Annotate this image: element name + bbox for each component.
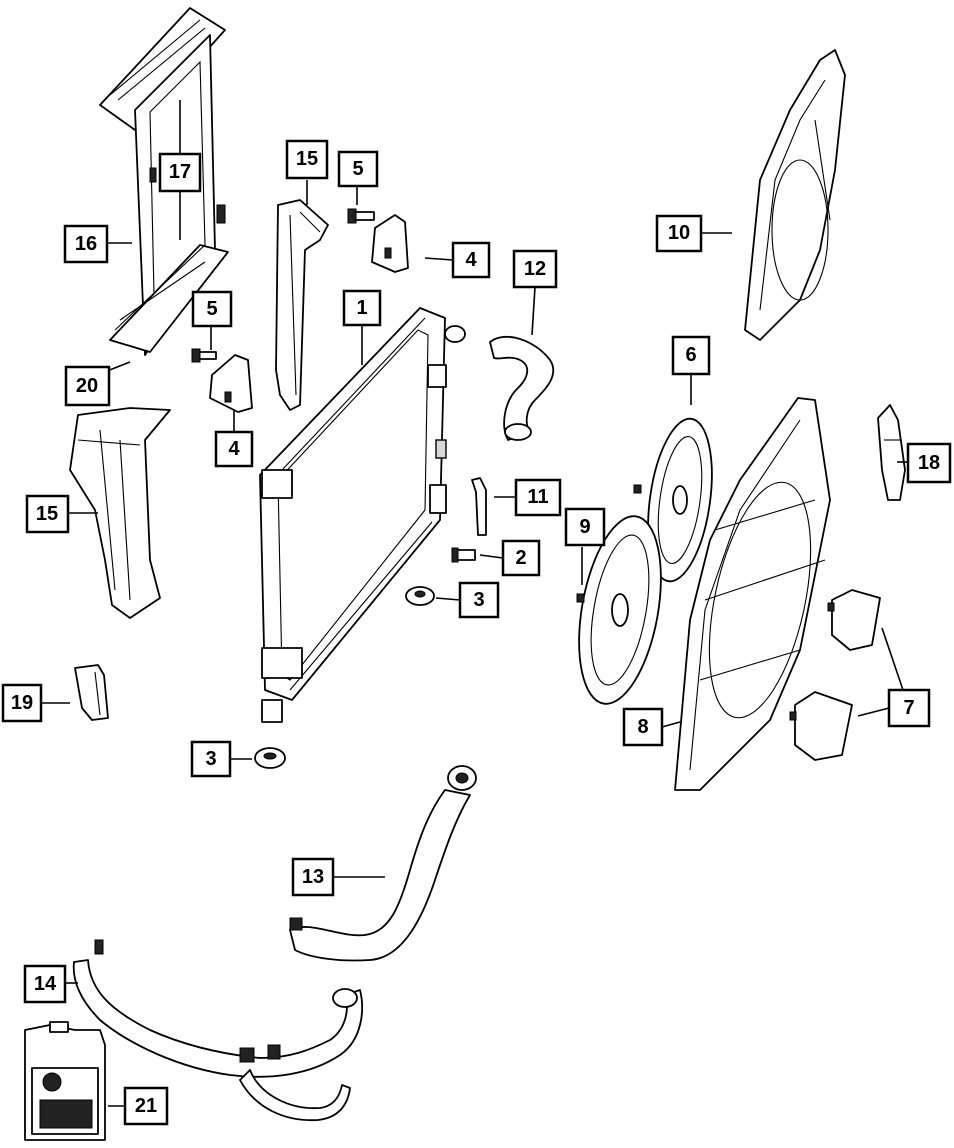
callout-5-lower: 5	[191, 290, 233, 328]
svg-text:15: 15	[296, 148, 318, 170]
drain-plug-part	[451, 547, 476, 563]
callout-12: 12	[512, 249, 558, 289]
fan-control-module-lower-part	[789, 691, 853, 761]
fan-nut-part	[576, 484, 642, 603]
lower-air-deflector-part	[69, 407, 171, 619]
callout-16: 16	[63, 224, 109, 264]
callout-17: 17	[158, 152, 202, 193]
callout-15-upper: 15	[285, 139, 329, 180]
fan-module-part	[674, 397, 831, 791]
lower-isolator-part	[254, 747, 286, 769]
upper-bracket-part	[371, 214, 409, 273]
callout-21: 21	[123, 1086, 169, 1126]
callout-13: 13	[291, 857, 335, 897]
lower-bracket-part	[209, 354, 253, 413]
svg-text:4: 4	[228, 438, 240, 460]
fan-blade-upper-part	[647, 417, 713, 583]
svg-text:4: 4	[465, 249, 477, 271]
svg-text:9: 9	[579, 516, 590, 538]
svg-text:12: 12	[524, 258, 546, 280]
callout-11: 11	[514, 478, 562, 517]
svg-text:20: 20	[76, 375, 98, 397]
svg-text:14: 14	[34, 973, 57, 995]
upper-bolt-part	[347, 208, 375, 224]
small-hose-part	[471, 477, 487, 536]
fan-blade-lower-part	[578, 515, 662, 705]
callout-1: 1	[342, 289, 382, 327]
svg-text:7: 7	[903, 697, 914, 719]
coolant-jug-part	[24, 1021, 106, 1141]
callout-4-lower: 4	[214, 430, 254, 468]
svg-text:6: 6	[685, 344, 696, 366]
svg-text:16: 16	[75, 233, 97, 255]
callout-2: 2	[501, 539, 541, 577]
svg-text:21: 21	[135, 1095, 157, 1117]
fan-shroud-back-part	[744, 49, 846, 341]
wiring-connector-part	[877, 404, 906, 501]
svg-text:5: 5	[352, 158, 363, 180]
callout-15-lower: 15	[25, 494, 70, 534]
svg-text:17: 17	[169, 161, 191, 183]
callout-3-lower: 3	[190, 740, 232, 778]
callout-18: 18	[906, 442, 952, 484]
svg-text:3: 3	[473, 589, 484, 611]
lower-bolt-part	[191, 348, 217, 363]
svg-text:19: 19	[11, 692, 33, 714]
svg-text:18: 18	[918, 452, 940, 474]
svg-text:10: 10	[668, 222, 690, 244]
callout-20: 20	[64, 365, 111, 407]
callout-3-upper: 3	[458, 581, 500, 619]
callout-6: 6	[671, 335, 711, 376]
upper-air-deflector-part	[275, 199, 329, 411]
radiator-seal-frame-part	[99, 7, 229, 356]
callout-7: 7	[887, 688, 931, 728]
fan-control-module-upper-part	[827, 589, 881, 651]
callout-5-upper: 5	[337, 150, 379, 188]
heater-hose-part	[72, 939, 363, 1122]
radiator-part	[259, 307, 466, 723]
callout-10: 10	[655, 214, 703, 253]
svg-text:3: 3	[205, 748, 216, 770]
svg-text:2: 2	[515, 547, 526, 569]
callout-14: 14	[23, 964, 67, 1004]
svg-text:11: 11	[527, 486, 548, 508]
callout-8: 8	[622, 707, 664, 747]
svg-text:1: 1	[356, 297, 367, 319]
upper-isolator-part	[405, 586, 435, 606]
svg-text:8: 8	[637, 716, 648, 738]
svg-text:13: 13	[302, 866, 324, 888]
upper-radiator-hose-part	[489, 335, 555, 441]
lower-radiator-hose-part	[289, 765, 477, 962]
callout-19: 19	[1, 683, 43, 723]
svg-text:15: 15	[36, 503, 58, 525]
small-deflector-part	[74, 664, 109, 721]
svg-text:5: 5	[206, 298, 217, 320]
callout-4-upper: 4	[451, 241, 491, 279]
callout-9: 9	[564, 507, 606, 547]
